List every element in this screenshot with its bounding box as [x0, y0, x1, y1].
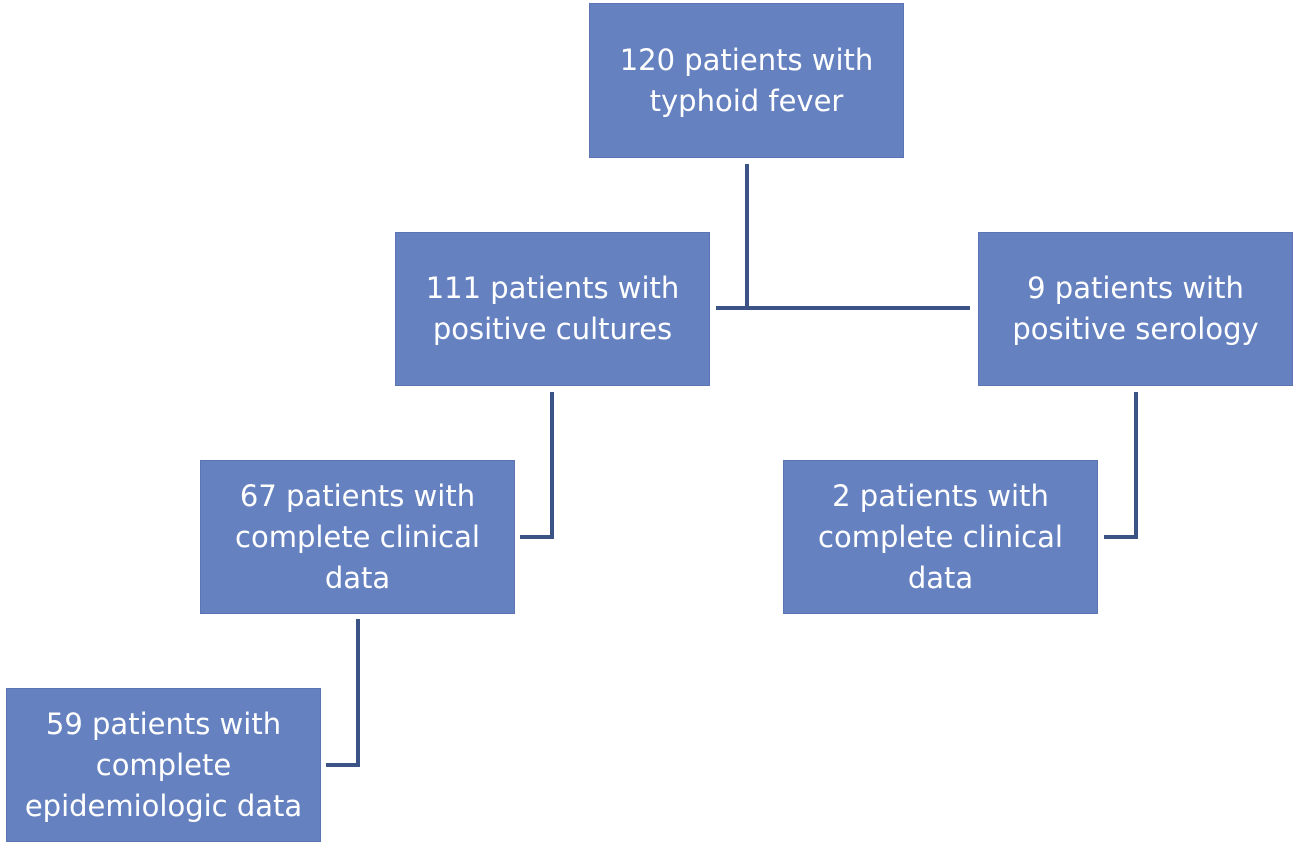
connector-cultures-to-clinical: [520, 392, 554, 539]
node-all-patients-label: 120 patients with typhoid fever: [619, 42, 874, 118]
node-positive-cultures-label: 111 patients with positive cultures: [425, 271, 680, 346]
connector-clinical-to-epidemiologic: [326, 619, 360, 767]
node-cultures-complete-clinical-label: 67 patients with complete clinical data: [235, 478, 480, 595]
node-serology-complete-clinical: 2 patients with complete clinical data: [783, 460, 1098, 614]
node-positive-serology: 9 patients with positive serology: [978, 232, 1293, 386]
node-serology-complete-clinical-label: 2 patients with complete clinical data: [818, 478, 1063, 595]
node-complete-epidemiologic: 59 patients with complete epidemiologic …: [6, 688, 321, 842]
node-all-patients: 120 patients with typhoid fever: [589, 3, 904, 158]
node-positive-cultures: 111 patients with positive cultures: [395, 232, 710, 386]
node-cultures-complete-clinical: 67 patients with complete clinical data: [200, 460, 515, 614]
node-positive-serology-label: 9 patients with positive serology: [1012, 271, 1259, 346]
node-complete-epidemiologic-label: 59 patients with complete epidemiologic …: [24, 706, 303, 823]
connector-serology-to-clinical: [1104, 392, 1138, 539]
